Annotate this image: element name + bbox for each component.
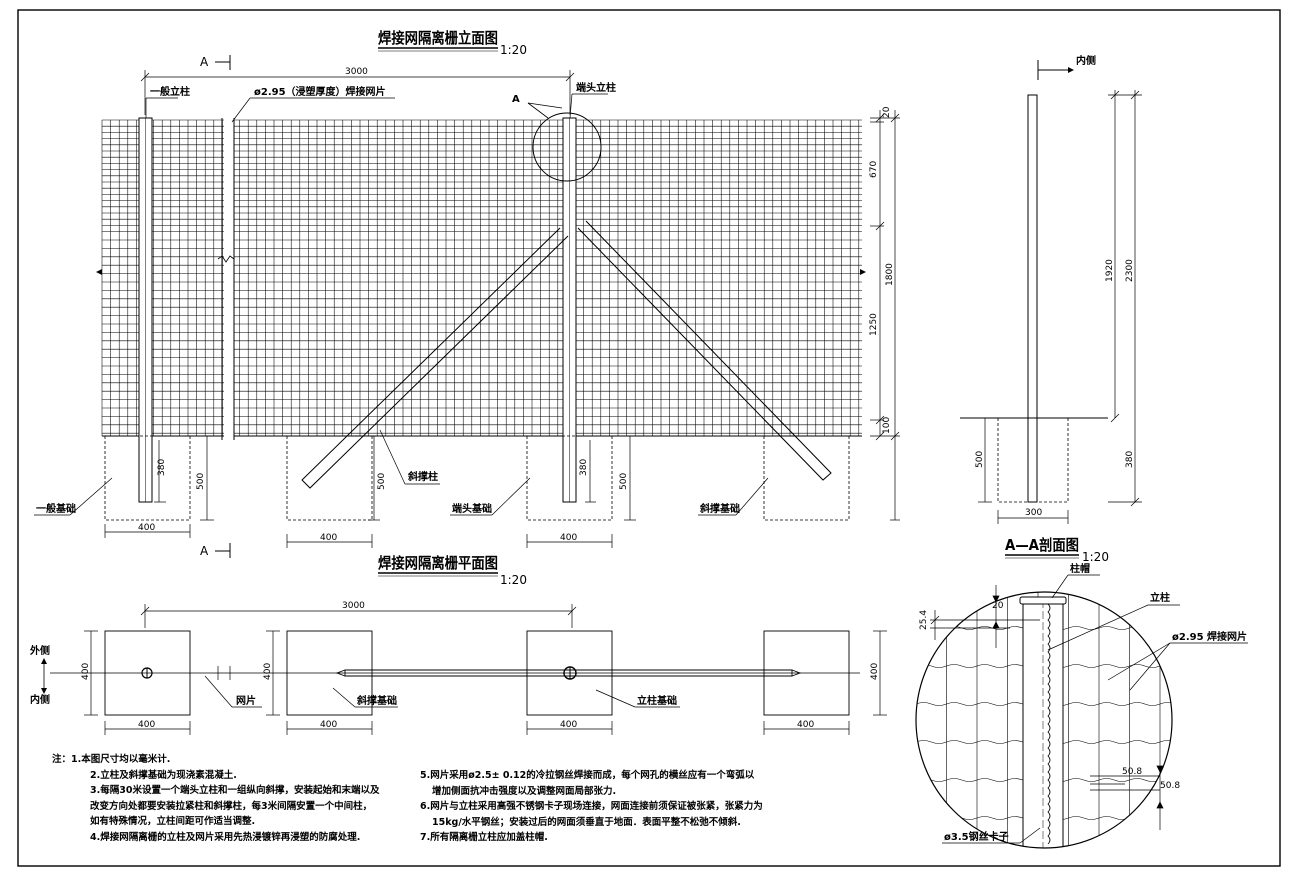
- end-post: [562, 117, 577, 503]
- dim-width-2: 400: [320, 533, 337, 543]
- section-post-label: 立柱: [1150, 591, 1170, 604]
- side-dim-total: 2300: [1125, 259, 1135, 282]
- elevation-scale: 1:20: [500, 43, 527, 57]
- plan-dim-w1: 400: [138, 720, 155, 730]
- plan-dim-w2: 400: [320, 720, 337, 730]
- label-brace-foundation: 斜撑基础: [699, 502, 740, 515]
- section-mark-top: A: [200, 55, 209, 69]
- foundations: [104, 435, 850, 521]
- dim-mesh: 1250: [869, 313, 879, 336]
- plan-scale: 1:20: [500, 573, 527, 587]
- label-end-post: 端头立柱: [576, 81, 616, 94]
- note-6: 6.网片与立柱采用高强不锈钢卡子现场连接，网面连接前须保证被张紧，张紧力为: [420, 801, 763, 812]
- elevation-view: 焊接网隔离栅立面图 1:20 A A 3000 一般立柱 ø2.95（浸塑厚度）…: [34, 29, 900, 558]
- plan-post-foundation-label: 立柱基础: [637, 694, 677, 707]
- dim-top: 20: [882, 106, 892, 118]
- label-mesh-spec: ø2.95（浸塑厚度）焊接网片: [254, 85, 386, 98]
- brace-posts: [301, 220, 832, 489]
- side-inner-label: 内侧: [1076, 54, 1096, 67]
- section-dim-cap: 20: [992, 601, 1004, 611]
- note-5: 5.网片采用ø2.5± 0.12的冷拉钢丝焊接而成，每个网孔的横丝应有一个弯弧以: [420, 770, 755, 781]
- plan-dim-h4: 400: [870, 663, 880, 680]
- fence-mesh: [101, 119, 862, 436]
- section-title: A—A剖面图: [1005, 536, 1079, 554]
- dim-embed-1: 380: [157, 459, 167, 476]
- plan-dim-span: 3000: [342, 601, 365, 611]
- dim-upper: 670: [869, 161, 879, 178]
- note-3c: 如有特殊情况，立柱间距可作适当调整.: [90, 816, 256, 827]
- dim-depth-3: 500: [619, 473, 629, 490]
- notes-prefix-line: 注：1.本图尺寸均以毫米计.: [52, 752, 379, 768]
- drawing-border: [17, 9, 1281, 867]
- plan-mesh-label: 网片: [236, 694, 256, 707]
- plan-outer-label: 外侧: [29, 644, 50, 657]
- section-mark-bottom: A: [200, 544, 209, 558]
- notes-left: 注：1.本图尺寸均以毫米计. 2.立柱及斜撑基础为现浇素混凝土. 3.每隔30米…: [52, 752, 379, 845]
- side-view: 内侧 1920 2300 380 500 300: [960, 54, 1142, 524]
- notes-right: 5.网片采用ø2.5± 0.12的冷拉钢丝焊接而成，每个网孔的横丝应有一个弯弧以…: [420, 768, 763, 846]
- note-3: 3.每隔30米设置一个端头立柱和一组纵向斜撑，安装起始和末端以及: [90, 785, 380, 796]
- note-4: 4.焊接网隔离栅的立柱及网片采用先热浸镀锌再浸塑的防腐处理.: [90, 831, 361, 843]
- section-dim-grid-h: 50.8: [1122, 767, 1142, 777]
- plan-inner-label: 内侧: [30, 693, 50, 706]
- section-cap-label: 柱帽: [1070, 562, 1090, 575]
- plan-title: 焊接网隔离栅平面图: [378, 554, 498, 572]
- dim-span: 3000: [345, 67, 368, 77]
- section-dim-grid-v: 50.8: [1160, 781, 1180, 791]
- section-clip-label: ø3.5钢丝卡子: [944, 830, 1009, 843]
- side-dim-above: 1920: [1105, 259, 1115, 282]
- plan-dim-h1: 400: [81, 663, 91, 680]
- plan-dim-w4: 400: [797, 720, 814, 730]
- dim-width-1: 400: [138, 523, 155, 533]
- label-brace: 斜撑柱: [407, 470, 438, 483]
- elevation-title: 焊接网隔离栅立面图: [378, 29, 498, 47]
- plan-brace-foundation-label: 斜撑基础: [356, 694, 397, 707]
- note-7: 7.所有隔离栅立柱应加盖柱帽.: [420, 832, 548, 843]
- post-cap: [1019, 596, 1067, 605]
- detail-callout-circle: [532, 112, 602, 182]
- dim-embed-3: 380: [579, 459, 589, 476]
- note-6b: 15kg/水平钢丝；安装过后的网面须垂直于地面．表面平整不松弛不倾斜.: [432, 816, 741, 828]
- dim-depth-2: 500: [377, 473, 387, 490]
- plan-dim-w3: 400: [560, 720, 577, 730]
- general-post: [138, 117, 153, 503]
- notes-prefix: 注：: [52, 754, 72, 765]
- plan-view: 焊接网隔离栅平面图 1:20 3000 外侧 内侧 网片: [29, 554, 887, 735]
- side-dim-depth: 500: [975, 451, 985, 468]
- section-mesh-label: ø2.95 焊接网片: [1172, 630, 1247, 643]
- dim-width-3: 400: [560, 533, 577, 543]
- dim-bottom: 100: [882, 417, 892, 434]
- plan-dim-h2: 400: [263, 663, 273, 680]
- note-2: 2.立柱及斜撑基础为现浇素混凝土.: [90, 769, 237, 781]
- section-scale: 1:20: [1082, 550, 1109, 564]
- note-3b: 改变方向处都要安装拉紧柱和斜撑柱，每3米间隔安置一个中间柱，: [90, 800, 373, 812]
- label-detail-a: A: [512, 94, 520, 105]
- section-aa-view: A—A剖面图 1:20 柱帽 立柱 ø2.95 焊接网片 ø3.5钢丝卡子: [915, 536, 1248, 849]
- section-detail-circle: [915, 591, 1173, 849]
- dim-depth-1: 500: [196, 473, 206, 490]
- note-1: 1.本图尺寸均以毫米计.: [71, 754, 171, 765]
- dim-total: 1800: [885, 263, 895, 286]
- label-end-foundation: 端头基础: [452, 502, 492, 515]
- note-5b: 增加侧面抗冲击强度以及调整网面局部张力.: [432, 785, 617, 797]
- section-dim-gap: 25.4: [919, 610, 929, 630]
- label-general-post: 一般立柱: [150, 85, 190, 98]
- side-dim-embed: 380: [1125, 451, 1135, 468]
- label-general-foundation: 一般基础: [36, 502, 76, 515]
- side-dim-width: 300: [1025, 508, 1042, 518]
